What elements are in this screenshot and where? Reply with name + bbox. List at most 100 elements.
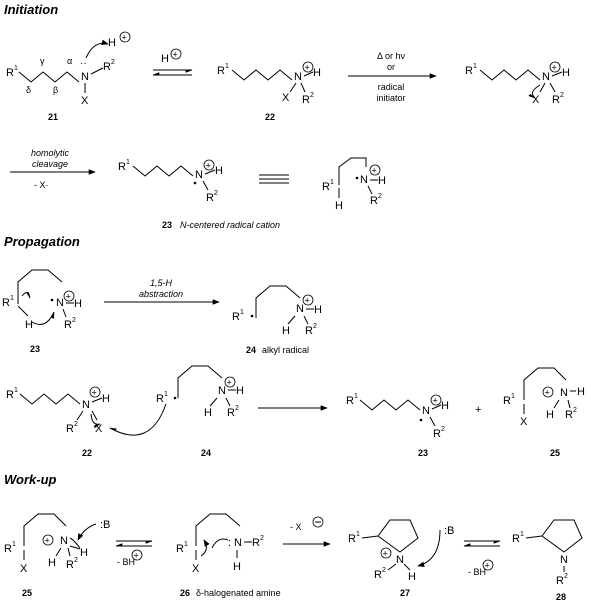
r1-atom: R: [465, 65, 473, 77]
plus-sign: +: [122, 33, 127, 43]
positive-charge: [131, 549, 143, 561]
compound-26: R 1 X N : R 2 H 26 δ-halogenated amine: [176, 513, 281, 598]
bond: [202, 180, 209, 191]
radical-dot: [193, 181, 197, 185]
svg-text:- X: - X: [290, 522, 302, 532]
x-atom: X: [520, 416, 528, 428]
h-atom: H: [282, 325, 290, 337]
n-atom: N: [560, 387, 568, 399]
h-atom: H: [233, 561, 241, 573]
svg-text:cleavage: cleavage: [32, 159, 68, 169]
plus-sign: +: [485, 561, 490, 571]
n-atom: N: [296, 303, 304, 315]
plus-sign: +: [383, 549, 388, 559]
h-atom: H: [25, 319, 33, 331]
conjugate-acid: - BH: [117, 557, 135, 567]
r2-atom: R: [103, 61, 111, 73]
h-atom: H: [378, 175, 386, 187]
gamma-label: γ: [40, 56, 45, 66]
x-atom: X: [282, 92, 290, 104]
compound-23-ts: R 1 H N + H R 2 23: [2, 269, 82, 354]
positive-charge: [369, 164, 381, 176]
label-26: 26: [180, 588, 190, 598]
beta-label: β: [53, 85, 58, 95]
bond: [539, 82, 546, 93]
curved-arrow: [417, 529, 441, 568]
svg-text:radical: radical: [378, 82, 405, 92]
chain-bonds: [338, 157, 367, 185]
n-atom: N: [82, 399, 90, 411]
r2-atom: R: [556, 575, 564, 587]
bond: [209, 397, 218, 407]
plus-sign: +: [305, 63, 310, 73]
h-atom: H: [74, 298, 82, 310]
label-25: 25: [22, 588, 32, 598]
r1-atom: R: [348, 533, 356, 545]
superscript: 2: [560, 92, 564, 99]
bond: [289, 82, 297, 93]
pyrrolidine-ring: [541, 519, 583, 553]
svg-text:- X·: - X·: [34, 180, 49, 190]
equilibrium-arrow-1: H +: [152, 48, 193, 76]
h-atom: H: [215, 165, 223, 177]
superscript: 2: [235, 405, 239, 412]
r1-atom: R: [232, 311, 240, 323]
plus-sign: +: [66, 292, 71, 302]
positive-charge: [549, 61, 561, 73]
positive-charge: [119, 31, 131, 43]
proton: H: [108, 37, 116, 49]
positive-charge: [89, 386, 101, 398]
h-atom: H: [335, 200, 343, 212]
n-atom: N: [218, 385, 226, 397]
plus-sign: +: [552, 63, 557, 73]
n-atom: N: [360, 174, 368, 186]
h-atom: H: [562, 67, 570, 79]
label-24: 24: [246, 345, 256, 355]
compound-25-workup: R 1 X + N H H R 2 25: [4, 513, 97, 598]
r1-atom: R: [176, 543, 184, 555]
label-28: 28: [556, 592, 566, 602]
svg-text:Δ or hν: Δ or hν: [377, 51, 406, 61]
bond: [361, 535, 379, 539]
r1-atom: R: [512, 533, 520, 545]
positive-charge: [430, 394, 442, 406]
curved-arrow: [211, 538, 229, 549]
r1-atom: R: [118, 161, 126, 173]
superscript: 1: [184, 541, 188, 548]
plus-sign: +: [134, 551, 139, 561]
caption-text: δ-halogenated amine: [196, 588, 281, 598]
plus-sign: +: [206, 161, 211, 171]
superscript: 1: [511, 393, 515, 400]
superscript: 2: [573, 407, 577, 414]
base: :B: [100, 519, 110, 531]
curved-arrow: [200, 539, 210, 557]
bond: [429, 416, 436, 427]
positive-charge: [482, 559, 494, 571]
chain-bonds: [255, 285, 301, 318]
equilibrium-arrow-3: :B - BH +: [444, 525, 501, 577]
bond: [553, 399, 560, 409]
compound-23-product: R 1 N + H R 2 23: [346, 393, 449, 458]
hat-arrow: 1,5-H abstraction: [104, 278, 220, 305]
section-initiation: Initiation: [4, 2, 58, 17]
superscript: 2: [214, 190, 218, 197]
n-atom: N: [195, 169, 203, 181]
svg-text:or: or: [387, 62, 395, 72]
caption-text: N-centered radical cation: [180, 220, 280, 230]
superscript: 2: [72, 317, 76, 324]
compound-28: R 1 N R 2 28: [512, 519, 583, 602]
r2-atom: R: [66, 559, 74, 571]
alkyl-chain: [359, 399, 421, 411]
bond: [431, 404, 442, 410]
svg-text:abstraction: abstraction: [139, 289, 183, 299]
h-atom: H: [236, 385, 244, 397]
r2-atom: R: [433, 428, 441, 440]
equivalent-sign: [259, 174, 289, 184]
superscript: 1: [12, 541, 16, 548]
superscript: 2: [310, 92, 314, 99]
lone-pair: ··: [80, 58, 87, 69]
fishhook-arrow: [31, 311, 55, 325]
positive-charge: [380, 547, 392, 559]
bond: [525, 535, 543, 539]
bond: [549, 82, 556, 93]
